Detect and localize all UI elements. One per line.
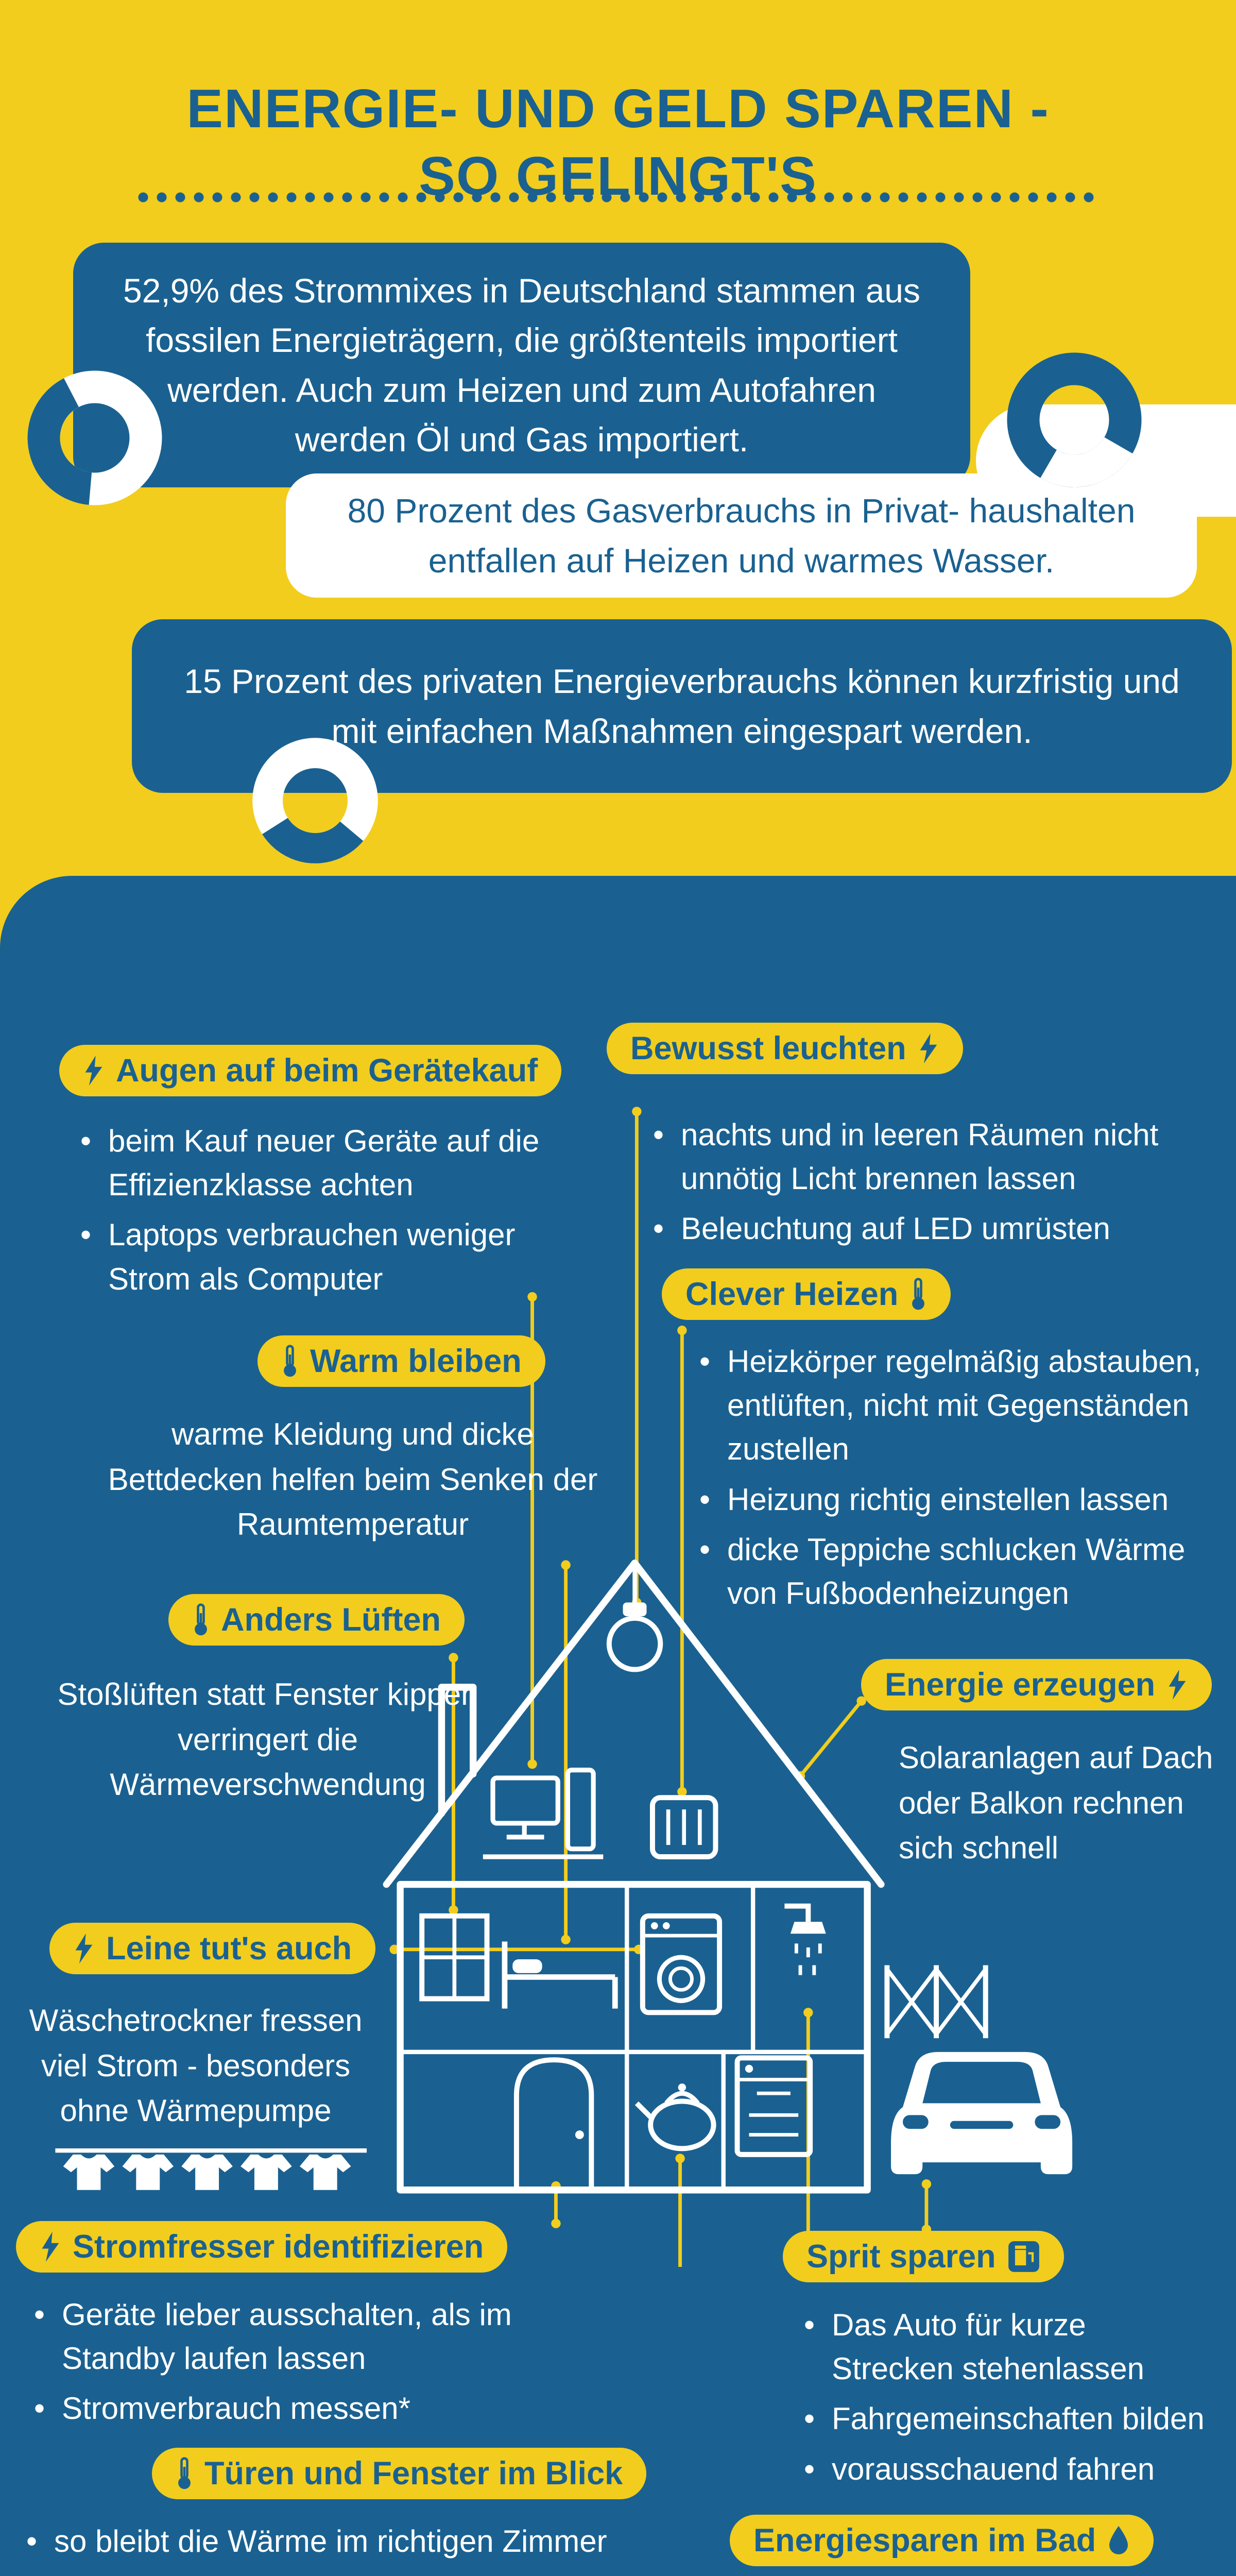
tip-title: Stromfresser identifizieren [73,2229,484,2265]
bullet-item: vorausschauend fahren [801,2447,1213,2491]
donut-chart-left [27,370,162,505]
tip-title: Warm bleiben [310,1343,522,1379]
bullet-item: undichte Türen und Fenster abdichten [23,2569,718,2576]
thermometer-icon [178,2457,191,2489]
stat-box-strommix: 52,9% des Strommixes in Deutschland stam… [73,243,970,487]
bullet-item: Beleuchtung auf LED umrüsten [650,1207,1227,1250]
tip-bullets-stromfresser: Geräte lieber ausschalten, als im Standb… [31,2293,515,2437]
tip-text-leine: Wäschetrockner fressen viel Strom - beso… [29,2003,363,2128]
tip-text-warm: warme Kleidung und dicke Bettdecken helf… [108,1417,598,1542]
tip-title: Energiesparen im Bad [753,2522,1096,2558]
tip-bullets-geraetekauf: beim Kauf neuer Geräte auf die Effizienz… [77,1119,592,1307]
tip-text-lueften: Stoßlüften statt Fenster kippen verringe… [57,1677,478,1802]
bullet-item: Geräte lieber ausschalten, als im Standb… [31,2293,515,2380]
tip-title: Energie erzeugen [885,1667,1156,1703]
thermometer-icon [284,1345,296,1377]
tip-pill-stromfresser: Stromfresser identifizieren [16,2221,508,2273]
water-drop-icon [1109,2526,1128,2554]
tip-title: Türen und Fenster im Blick [204,2455,623,2492]
bullet-item: beim Kauf neuer Geräte auf die Effizienz… [77,1119,592,1207]
page-title: ENERGIE- UND GELD SPAREN - SO GELINGT'S [0,75,1236,211]
donut-chart-bottom [252,738,378,863]
dotted-divider [134,192,1102,203]
tip-pill-bad: Energiesparen im Bad [730,2515,1154,2566]
thermometer-icon [912,1278,925,1310]
tip-pill-leine: Leine tut's auch [49,1923,376,1974]
tip-bullets-heizen: Heizkörper regelmäßig abstauben, entlüft… [696,1340,1232,1621]
tip-bullets-leuchten: nachts und in leeren Räumen nicht unnöti… [650,1113,1227,1257]
bullet-item: Stromverbrauch messen* [31,2386,515,2430]
bullet-item: Fahrgemeinschaften bilden [801,2397,1213,2441]
tip-bullets-tueren: so bleibt die Wärme im richtigen Zimmer … [23,2519,718,2576]
tip-bullets-sprit: Das Auto für kurze Strecken stehenlassen… [801,2303,1213,2497]
lightning-icon [1169,1669,1186,1700]
tip-title: Sprit sparen [806,2239,996,2275]
tip-pill-tueren: Türen und Fenster im Blick [152,2448,647,2499]
tip-pill-leuchten: Bewusst leuchten [607,1023,963,1074]
stat-box-gasverbrauch: 80 Prozent des Gasverbrauchs in Privat- … [286,473,1197,598]
tip-pill-erzeugen: Energie erzeugen [861,1659,1212,1710]
tip-title: Augen auf beim Gerätekauf [116,1053,538,1089]
page-title-line1: ENERGIE- UND GELD SPAREN - [186,78,1050,140]
bullet-item: so bleibt die Wärme im richtigen Zimmer [23,2519,718,2563]
bullet-item: Das Auto für kurze Strecken stehenlassen [801,2303,1213,2391]
lightning-icon [85,1055,102,1086]
bullet-item: nachts und in leeren Räumen nicht unnöti… [650,1113,1227,1200]
bullet-item: Laptops verbrauchen weniger Strom als Co… [77,1213,592,1300]
lightning-icon [920,1033,937,1064]
tip-title: Anders Lüften [221,1602,441,1638]
lightning-icon [42,2231,59,2262]
bullet-item: dicke Teppiche schlucken Wärme von Fußbo… [696,1528,1232,1615]
tip-text-erzeugen: Solaranlagen auf Dach oder Balkon rechne… [899,1740,1213,1866]
thermometer-icon [195,1603,207,1636]
tip-pill-sprit: Sprit sparen [783,2231,1064,2282]
tip-title: Clever Heizen [685,1276,899,1312]
fuel-pump-icon [1008,2241,1039,2272]
bullet-item: Heizkörper regelmäßig abstauben, entlüft… [696,1340,1232,1471]
tip-pill-geraetekauf: Augen auf beim Gerätekauf [59,1045,562,1096]
tip-title: Leine tut's auch [106,1930,352,1967]
tip-pill-warm: Warm bleiben [258,1335,545,1387]
bullet-item: Heizung richtig einstellen lassen [696,1478,1232,1521]
tip-title: Bewusst leuchten [630,1030,906,1066]
lightning-icon [75,1933,93,1964]
stat-box-einsparung: 15 Prozent des privaten Energieverbrauch… [132,619,1232,793]
tip-pill-lueften: Anders Lüften [168,1594,465,1646]
tip-pill-heizen: Clever Heizen [662,1268,951,1320]
donut-chart-right [1007,352,1142,487]
